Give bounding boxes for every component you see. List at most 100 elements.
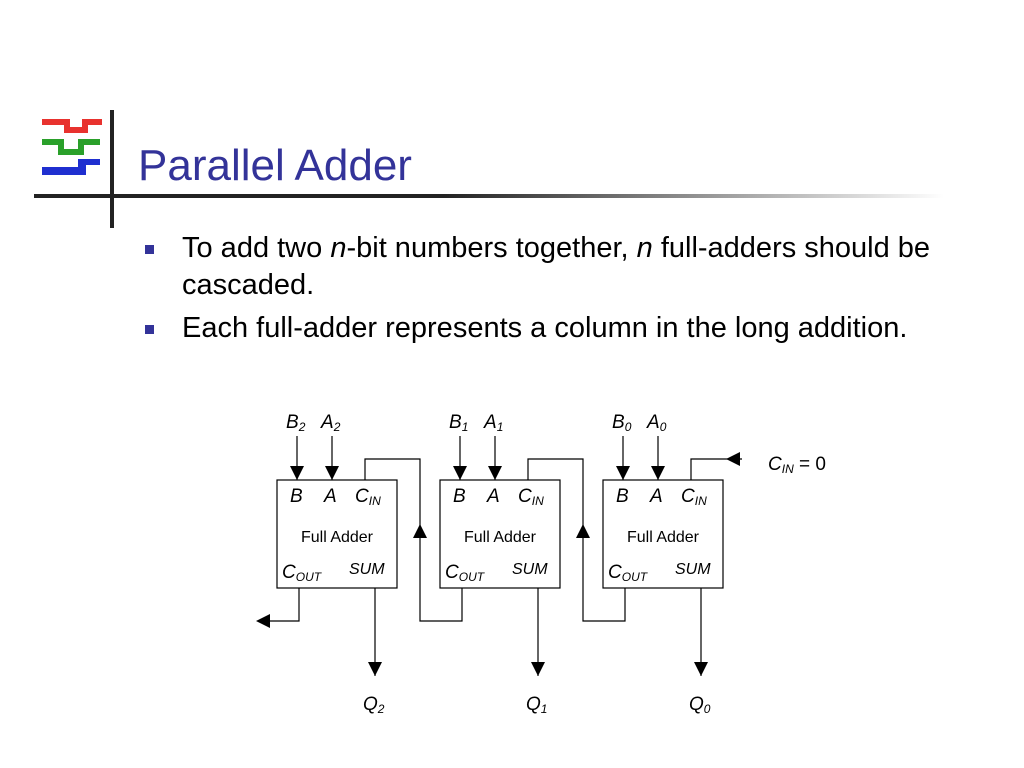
output-q-label: Q2 (363, 694, 385, 716)
title-divider-horizontal (34, 194, 944, 198)
bullet-text: -bit numbers together, (346, 232, 637, 264)
input-a-label-main: A (646, 412, 660, 433)
bullet-text: Each full-adder represents a column in t… (182, 312, 908, 344)
bullet-list: To add two n-bit numbers together, n ful… (145, 230, 940, 353)
port-a-label-main: A (486, 486, 500, 507)
port-cout-label: COUT (445, 562, 486, 584)
input-b-label-main: B (286, 412, 299, 433)
port-cin-label-subscript: IN (369, 494, 381, 508)
input-b-label: B2 (286, 412, 306, 434)
carry-in-label-subscript: IN (782, 462, 794, 476)
port-cin-label-subscript: IN (695, 494, 707, 508)
input-a-label-subscript: 1 (497, 420, 504, 434)
full-adder-box (439, 479, 561, 589)
port-cout-label-main: C (282, 562, 296, 583)
port-sum-label-main: SUM (512, 561, 548, 578)
carry-arrow (576, 524, 590, 538)
output-q-label-main: Q (363, 694, 378, 715)
slide-title: Parallel Adder (138, 141, 412, 190)
port-cin-label-main: C (355, 486, 369, 507)
input-b-arrow (453, 466, 467, 480)
output-q-label: Q0 (689, 694, 711, 716)
port-b-label: B (290, 486, 303, 507)
input-a-label-subscript: 2 (333, 420, 341, 434)
carry-wire (582, 524, 626, 622)
port-sum-label: SUM (512, 561, 548, 578)
port-a-label-main: A (323, 486, 337, 507)
bullet-square-icon (145, 325, 154, 334)
port-b-label: B (453, 486, 466, 507)
bullet-text: n (636, 232, 653, 264)
output-q-label-main: Q (689, 694, 704, 715)
title-divider-vertical (110, 110, 114, 228)
port-b-label-main: B (453, 486, 466, 507)
input-b-label-main: B (612, 412, 625, 433)
port-a-label-main: A (649, 486, 663, 507)
input-a-label-subscript: 0 (660, 420, 667, 434)
output-q-label: Q1 (526, 694, 547, 716)
input-a-label: A0 (646, 412, 667, 434)
port-a-label: A (323, 486, 337, 507)
carry-in-arrow (726, 452, 740, 466)
bullet-text: full-adders should be cascaded. (182, 232, 931, 301)
input-a-label: A1 (483, 412, 503, 434)
port-cout-label-subscript: OUT (459, 570, 486, 584)
output-q-label-main: Q (526, 694, 541, 715)
carry-in-label-value: = 0 (794, 454, 826, 475)
bullet-item: Each full-adder represents a column in t… (145, 310, 940, 347)
port-cout-label: COUT (608, 562, 649, 584)
port-cin-label: CIN (518, 486, 544, 508)
port-cout-label: COUT (282, 562, 323, 584)
port-cin-label-main: C (681, 486, 695, 507)
port-sum-label-main: SUM (675, 561, 711, 578)
input-b-label-subscript: 2 (298, 420, 306, 434)
full-adder-title: Full Adder (464, 529, 537, 546)
port-cin-label-subscript: IN (532, 494, 544, 508)
output-q-label-subscript: 0 (704, 702, 711, 716)
output-q-label-subscript: 2 (377, 702, 385, 716)
sum-output-arrow (368, 662, 382, 676)
port-cin-label-main: C (518, 486, 532, 507)
input-b-label: B1 (449, 412, 468, 434)
input-a-label-main: A (320, 412, 334, 433)
input-a-arrow (488, 466, 502, 480)
port-sum-label-main: SUM (349, 561, 385, 578)
port-cout-label-main: C (608, 562, 622, 583)
carry-in-label-main: C (768, 454, 782, 475)
port-b-label-main: B (616, 486, 629, 507)
input-b-label: B0 (612, 412, 632, 434)
input-a-label-main: A (483, 412, 497, 433)
carry-wire-to-cin (527, 458, 584, 524)
input-b-arrow (616, 466, 630, 480)
port-a-label: A (486, 486, 500, 507)
carry-in-label: CIN = 0 (768, 454, 826, 476)
input-a-arrow (651, 466, 665, 480)
carry-wire-to-cin (364, 458, 421, 524)
port-a-label: A (649, 486, 663, 507)
input-a-arrow (325, 466, 339, 480)
port-cin-label: CIN (681, 486, 707, 508)
bullet-square-icon (145, 245, 154, 254)
input-b-label-subscript: 0 (625, 420, 632, 434)
input-b-arrow (290, 466, 304, 480)
bullet-text: To add two (182, 232, 331, 264)
port-sum-label: SUM (349, 561, 385, 578)
carry-wire (419, 524, 463, 622)
port-cout-label-subscript: OUT (296, 570, 323, 584)
bullet-text: n (330, 232, 347, 264)
carry-out-wire (270, 588, 300, 622)
input-a-label: A2 (320, 412, 341, 434)
full-adder-title: Full Adder (627, 529, 700, 546)
port-cin-label: CIN (355, 486, 381, 508)
input-b-label-subscript: 1 (462, 420, 469, 434)
port-cout-label-subscript: OUT (622, 570, 649, 584)
full-adder-box (276, 479, 398, 589)
carry-in-wire (690, 458, 742, 480)
full-adder-title: Full Adder (301, 529, 374, 546)
bullet-item: To add two n-bit numbers together, n ful… (145, 230, 940, 304)
logo-icon (42, 119, 102, 175)
port-cout-label-main: C (445, 562, 459, 583)
port-sum-label: SUM (675, 561, 711, 578)
sum-output-arrow (531, 662, 545, 676)
